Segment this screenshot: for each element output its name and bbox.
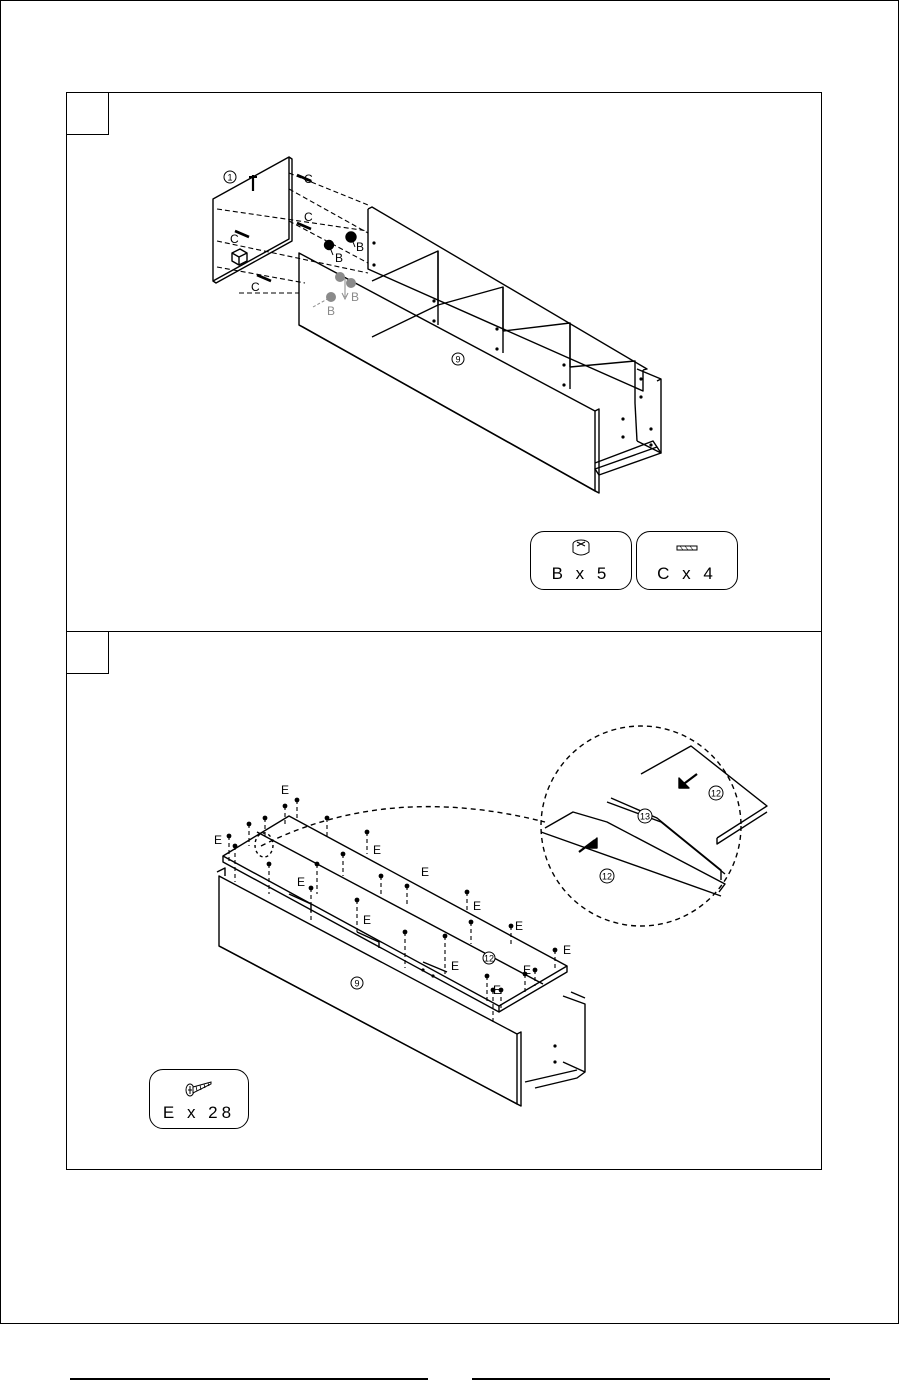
detail-bottom-number: 12 — [602, 872, 612, 882]
screw-callout: E — [363, 913, 371, 927]
screw-callout: E — [563, 943, 571, 957]
hardware-label-screw: E x 28 — [150, 1103, 248, 1123]
screw-callout: E — [373, 843, 381, 857]
cam-callout: B — [327, 304, 335, 318]
screw-callout: E — [421, 865, 429, 879]
dowel-callout: C — [251, 280, 260, 294]
side-panel-number: 1 — [227, 173, 232, 183]
hardware-box-dowel: C x 4 — [636, 531, 738, 590]
dowel-callout: C — [304, 210, 313, 224]
hardware-box-screw: E x 28 — [149, 1069, 249, 1129]
front-panel-number: 9 — [354, 979, 359, 989]
step-1-panel: 1 9 C C C C B B B B B x 5 C x 4 — [66, 92, 822, 632]
detail-top-number: 12 — [711, 789, 721, 799]
detail-connector-number: 13 — [640, 812, 650, 822]
cam-callout: B — [335, 251, 343, 265]
screw-callout: E — [281, 783, 289, 797]
front-panel-number: 9 — [455, 355, 460, 365]
screw-callout: E — [451, 959, 459, 973]
dowel-callout: C — [304, 172, 313, 186]
cam-callout: B — [356, 240, 364, 254]
screw-callout: E — [297, 875, 305, 889]
dowel-callout: C — [230, 232, 239, 246]
top-panel — [223, 816, 567, 1006]
step-2-panel: 9 12 12 13 12 E E E E E E E E E E E E — [66, 631, 822, 1170]
hardware-label-dowel: C x 4 — [637, 564, 737, 584]
hardware-box-cam-lock: B x 5 — [530, 531, 632, 590]
screw-callout: E — [523, 963, 531, 977]
screw-callout: E — [515, 919, 523, 933]
cam-lock-icon — [569, 538, 593, 560]
wooden-dowel-icon — [675, 542, 699, 554]
screw-icon — [184, 1078, 214, 1098]
front-panel — [299, 253, 595, 491]
screw-callout: E — [473, 899, 481, 913]
top-panel-number: 12 — [484, 954, 494, 964]
hardware-label-cam-lock: B x 5 — [531, 564, 631, 584]
screw-callout: E — [214, 833, 222, 847]
cam-callout: B — [351, 290, 359, 304]
screw-callout: E — [493, 983, 501, 997]
